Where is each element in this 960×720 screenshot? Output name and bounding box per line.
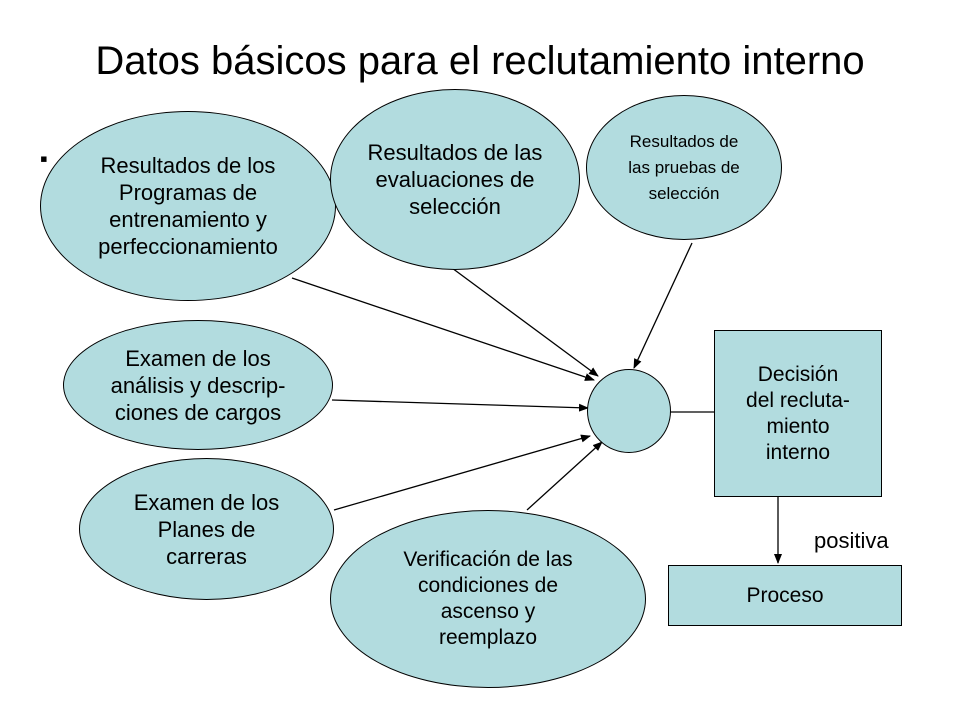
bullet-marker: ▪ bbox=[40, 146, 48, 171]
node-label: Resultados de las evaluaciones de selecc… bbox=[367, 140, 543, 219]
slide-title: Datos básicos para el reclutamiento inte… bbox=[95, 39, 865, 83]
arrow-verificacion-to-center bbox=[526, 441, 603, 511]
box-proceso: Proceso bbox=[668, 565, 902, 626]
node-label: Examen de los análisis y descrip- ciones… bbox=[110, 345, 286, 425]
node-label: Examen de los Planes de carreras bbox=[133, 489, 280, 569]
edge-label-positiva: positiva bbox=[814, 528, 889, 553]
arrow-planes-to-center bbox=[333, 434, 591, 511]
node-resultados-pruebas: Resultados de las pruebas de selección bbox=[586, 95, 782, 240]
node-label: Proceso bbox=[746, 583, 824, 607]
arrow-programas-to-center bbox=[291, 277, 595, 381]
node-verificacion-condiciones: Verificación de las condiciones de ascen… bbox=[330, 510, 646, 688]
node-label: Resultados de las pruebas de selección bbox=[628, 131, 740, 203]
arrow-pruebas-to-center bbox=[633, 242, 693, 369]
node-examen-planes: Examen de los Planes de carreras bbox=[79, 458, 334, 600]
arrow-evaluaciones-to-center bbox=[451, 267, 599, 377]
node-center-hub bbox=[587, 369, 671, 453]
node-label: Verificación de las condiciones de ascen… bbox=[403, 548, 573, 649]
box-decision: Decisión del recluta- miento interno bbox=[714, 330, 882, 497]
arrow-analisis-to-center bbox=[331, 399, 589, 412]
node-label: Decisión del recluta- miento interno bbox=[746, 362, 850, 464]
node-resultados-evaluaciones: Resultados de las evaluaciones de selecc… bbox=[330, 89, 580, 270]
node-label: Resultados de los Programas de entrenami… bbox=[98, 153, 278, 259]
node-examen-analisis: Examen de los análisis y descrip- ciones… bbox=[63, 320, 333, 450]
node-resultados-programas: Resultados de los Programas de entrenami… bbox=[40, 111, 336, 301]
